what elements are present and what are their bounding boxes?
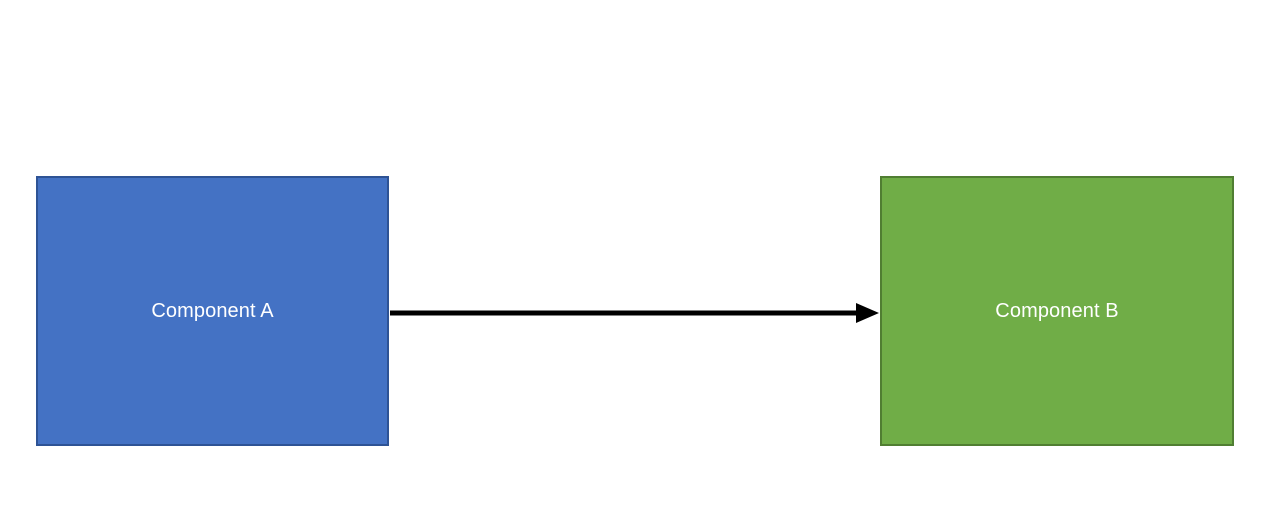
- node-component-b-label: Component B: [995, 300, 1119, 322]
- node-component-a[interactable]: Component A: [36, 176, 389, 446]
- edge-a-to-b[interactable]: [390, 303, 879, 323]
- node-component-a-label: Component A: [151, 300, 274, 322]
- arrowhead-icon: [856, 303, 879, 323]
- node-component-b[interactable]: Component B: [880, 176, 1234, 446]
